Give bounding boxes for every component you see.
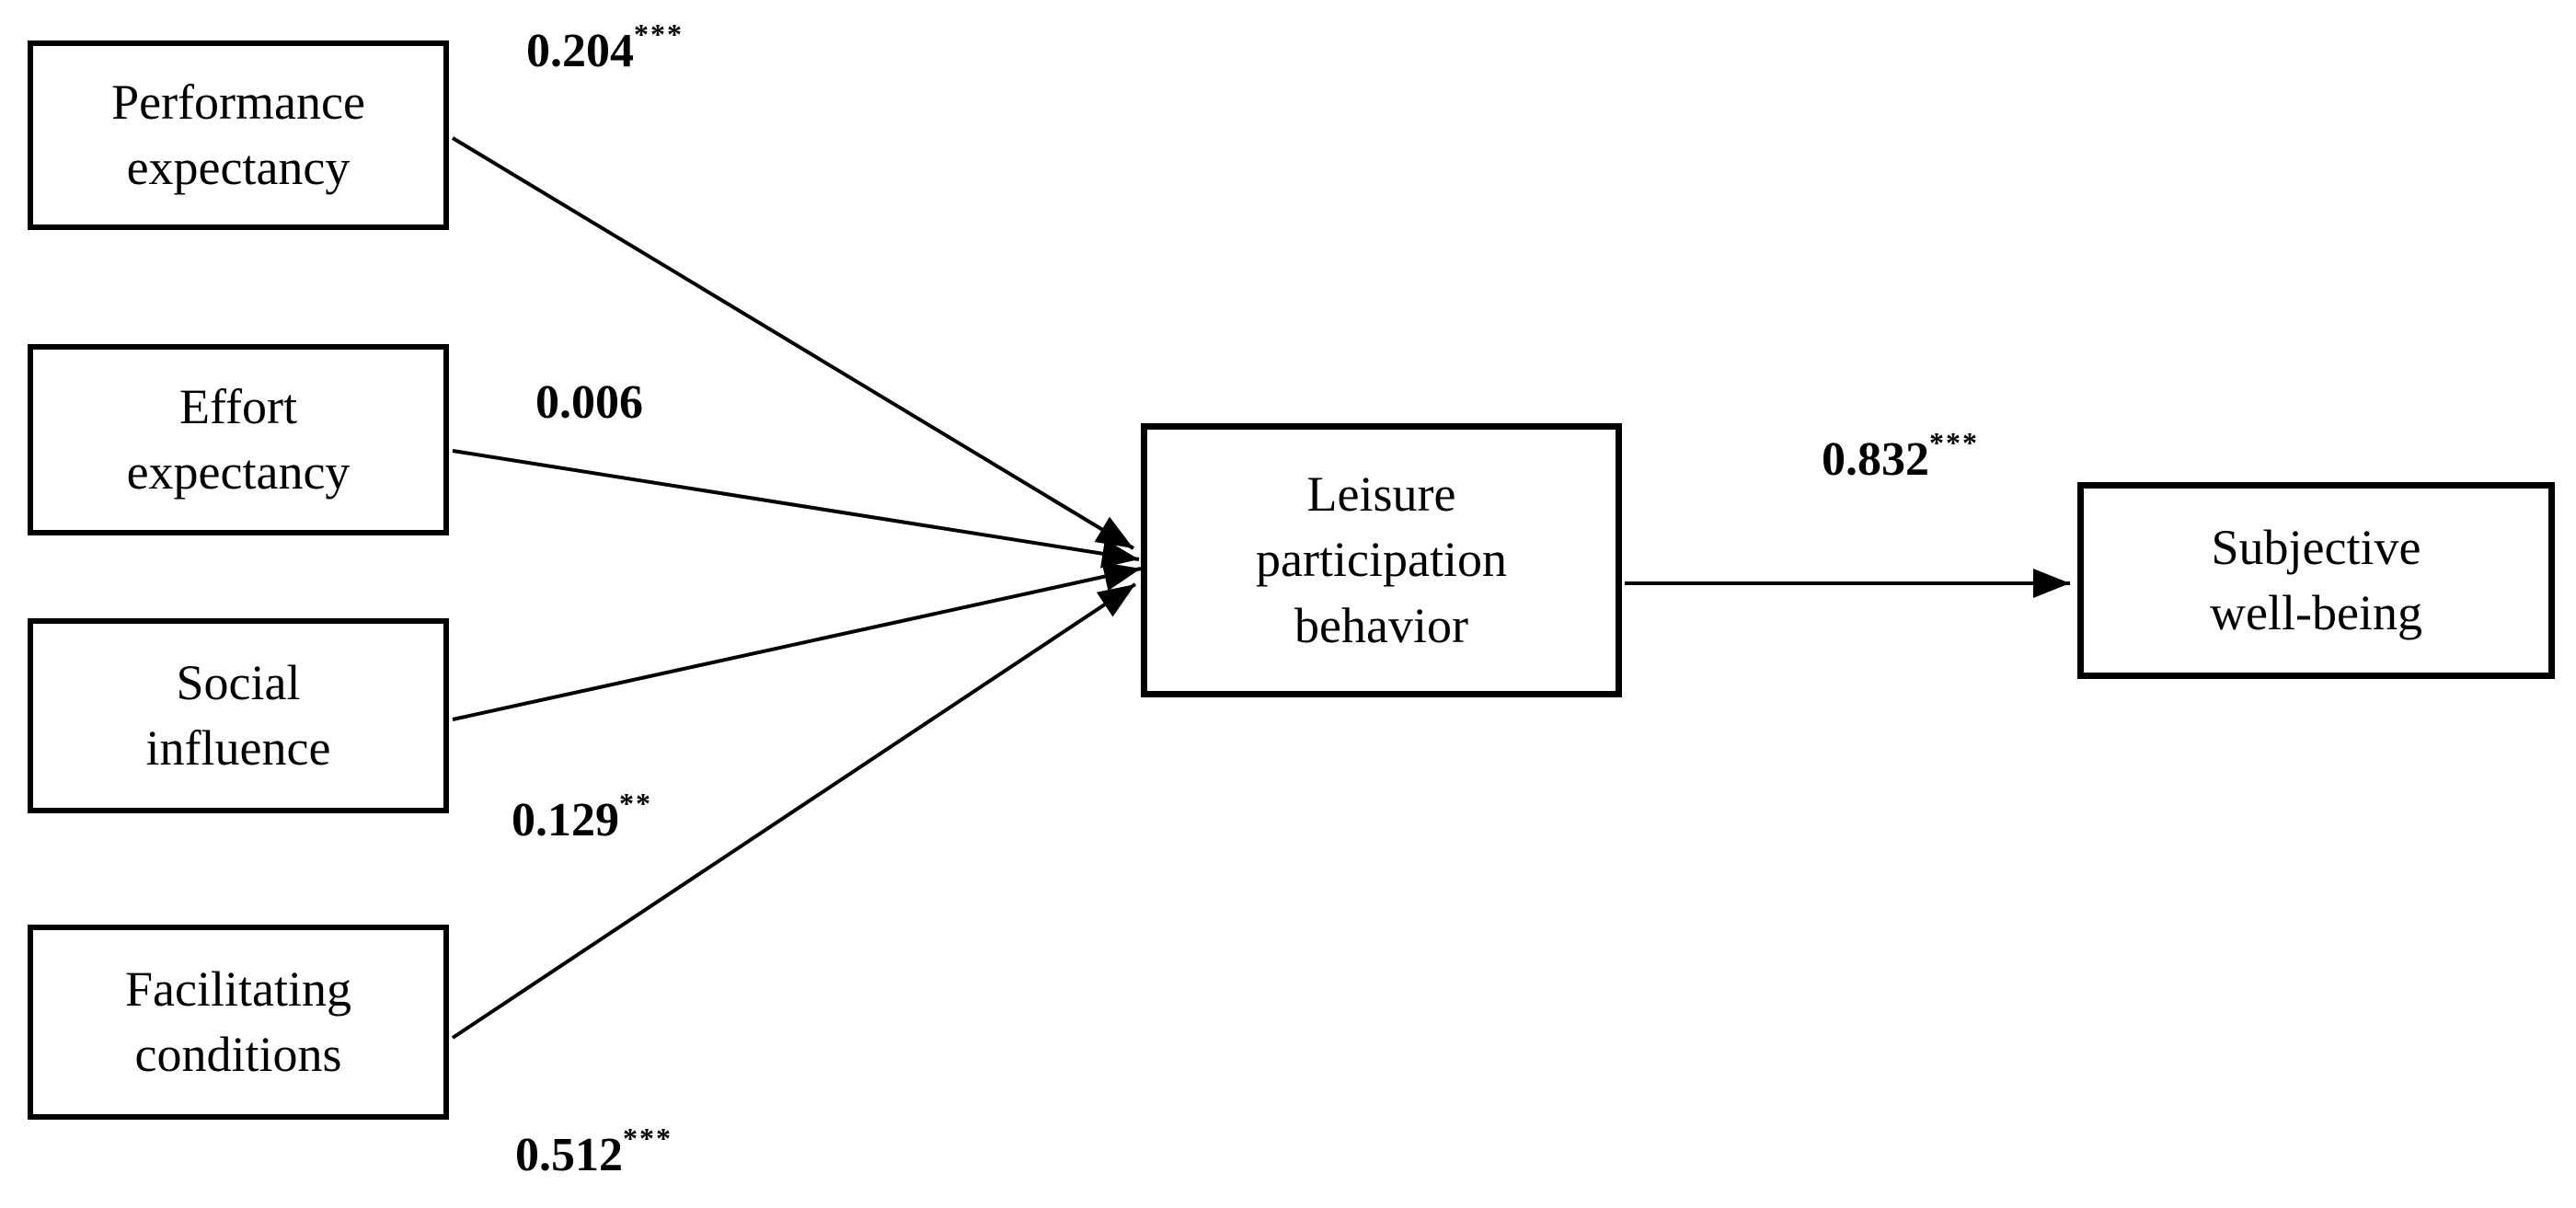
box-facilitating-conditions: Facilitating conditions <box>28 925 449 1120</box>
box-subjective-wellbeing-label: Subjective well-being <box>2210 519 2422 640</box>
coefficient-facilitating: 0.512*** <box>515 1123 673 1181</box>
coefficient-effort-value: 0.006 <box>535 376 643 429</box>
coefficient-facilitating-significance: *** <box>623 1122 673 1155</box>
box-effort-expectancy: Effort expectancy <box>28 344 449 535</box>
path-line-effort-to-leisure <box>452 449 1140 569</box>
coefficient-effort: 0.006 <box>535 379 643 427</box>
box-leisure-participation-behavior: Leisure participation behavior <box>1141 423 1622 697</box>
coefficient-social-significance: ** <box>619 787 652 820</box>
coefficient-performance: 0.204*** <box>526 19 684 77</box>
box-performance-expectancy: Performance expectancy <box>28 40 449 230</box>
box-performance-expectancy-label: Performance expectancy <box>111 74 365 195</box>
path-line-performance-to-leisure <box>451 136 1135 550</box>
coefficient-facilitating-value: 0.512 <box>515 1129 623 1181</box>
coefficient-wellbeing-significance: *** <box>1929 426 1979 459</box>
coefficient-performance-value: 0.204 <box>526 25 634 77</box>
coefficient-performance-significance: *** <box>634 17 684 51</box>
box-leisure-participation-behavior-label: Leisure participation behavior <box>1256 466 1507 653</box>
coefficient-social-value: 0.129 <box>512 794 619 846</box>
box-social-influence: Social influence <box>28 618 449 813</box>
coefficient-social: 0.129** <box>512 788 652 846</box>
coefficient-wellbeing-value: 0.832 <box>1822 433 1929 486</box>
box-social-influence-label: Social influence <box>145 654 331 776</box>
coefficient-wellbeing: 0.832*** <box>1822 428 1979 486</box>
box-effort-expectancy-label: Effort expectancy <box>126 378 351 500</box>
box-facilitating-conditions-label: Facilitating conditions <box>125 961 351 1082</box>
path-line-social-to-leisure <box>452 561 1142 721</box>
box-subjective-wellbeing: Subjective well-being <box>2077 482 2555 679</box>
